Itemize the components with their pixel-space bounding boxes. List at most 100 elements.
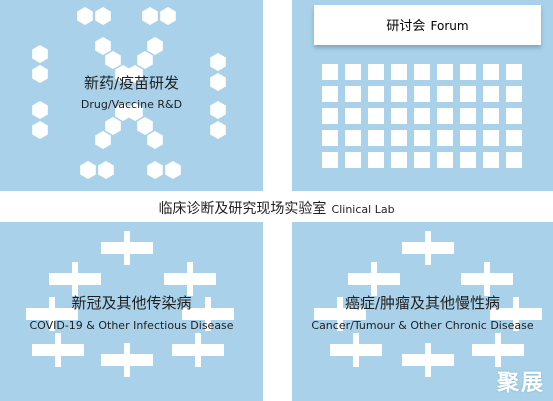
forum-seat xyxy=(483,130,499,146)
cross-booth xyxy=(461,262,513,296)
forum-seat xyxy=(322,86,338,102)
hexagon-booth xyxy=(127,103,143,121)
cross-booth xyxy=(330,333,382,367)
cross-booth xyxy=(26,297,78,331)
forum-seat xyxy=(368,108,384,124)
forum-seat xyxy=(460,152,476,168)
forum-seat xyxy=(345,86,361,102)
forum-seat xyxy=(322,130,338,146)
zone-forum[interactable]: 研讨会 Forum xyxy=(292,0,553,191)
zone-title-en: COVID-19 & Other Infectious Disease xyxy=(29,319,234,332)
hexagon-booth xyxy=(127,65,143,83)
watermark-logo: 聚展 xyxy=(496,371,545,396)
hexagon-booth xyxy=(32,65,48,83)
zone-title-en: Cancer/Tumour & Other Chronic Disease xyxy=(311,319,534,332)
forum-seat xyxy=(322,64,338,80)
forum-seat xyxy=(414,64,430,80)
cross-booth xyxy=(472,333,524,367)
hexagon-booth xyxy=(210,73,226,91)
forum-seat xyxy=(506,64,522,80)
cross-booth-pattern xyxy=(314,231,542,377)
hexagon-booth xyxy=(210,101,226,119)
forum-seat xyxy=(345,64,361,80)
hexagon-booth xyxy=(115,103,131,121)
forum-seat xyxy=(460,130,476,146)
forum-seat xyxy=(391,152,407,168)
hexagon-booth xyxy=(147,37,163,55)
hexagon-booth xyxy=(32,45,48,63)
hexagon-booth xyxy=(165,161,181,179)
forum-seat xyxy=(368,130,384,146)
hexagon-booth xyxy=(32,101,48,119)
hexagon-booth xyxy=(160,7,176,25)
forum-seat xyxy=(368,64,384,80)
forum-seat xyxy=(414,130,430,146)
cross-booth xyxy=(182,297,234,331)
hexagon-booth xyxy=(80,161,96,179)
cross-booth xyxy=(49,262,101,296)
hexagon-booth xyxy=(77,7,93,25)
cross-booth xyxy=(101,343,153,377)
forum-seat xyxy=(437,86,453,102)
forum-seat xyxy=(437,152,453,168)
forum-seat xyxy=(345,152,361,168)
zone-title-zh: 新药/疫苗研发 xyxy=(83,74,180,92)
clinical-lab-title-en: Clinical Lab xyxy=(331,203,395,216)
forum-seat xyxy=(368,152,384,168)
cross-booth xyxy=(348,262,400,296)
cross-booth xyxy=(101,231,153,265)
hexagon-booth xyxy=(147,131,163,149)
forum-seat xyxy=(391,130,407,146)
forum-seat xyxy=(460,64,476,80)
zone-drug-vaccine-rd[interactable]: 新药/疫苗研发 Drug/Vaccine R&D xyxy=(0,0,263,191)
hexagon-booth xyxy=(115,65,131,83)
forum-seat xyxy=(483,152,499,168)
zone-title-zh: 新冠及其他传染病 xyxy=(71,294,192,312)
clinical-lab-band[interactable] xyxy=(0,191,553,222)
hexagon-booth-pattern xyxy=(32,7,226,179)
hexagon-booth xyxy=(210,53,226,71)
forum-seat xyxy=(506,130,522,146)
forum-seat xyxy=(437,108,453,124)
forum-seat xyxy=(322,108,338,124)
clinical-lab-title-zh: 临床诊断及研究现场实验室 xyxy=(158,201,327,217)
hexagon-booth xyxy=(105,51,121,69)
hexagon-booth xyxy=(147,161,163,179)
forum-seat xyxy=(391,86,407,102)
forum-seat xyxy=(437,130,453,146)
forum-seat xyxy=(506,152,522,168)
zone-cancer-chronic-disease[interactable]: 癌症/肿瘤及其他慢性病 Cancer/Tumour & Other Chroni… xyxy=(292,222,553,401)
cross-booth xyxy=(314,297,366,331)
forum-title-en: Forum xyxy=(430,19,469,33)
hexagon-booth xyxy=(142,7,158,25)
forum-seat xyxy=(414,108,430,124)
hexagon-booth xyxy=(95,37,111,55)
forum-seat-grid xyxy=(322,64,527,184)
forum-seat xyxy=(391,108,407,124)
forum-seat xyxy=(414,86,430,102)
zone-title-en: Drug/Vaccine R&D xyxy=(80,98,183,111)
hexagon-booth xyxy=(98,161,114,179)
forum-seat xyxy=(345,108,361,124)
forum-seat xyxy=(345,130,361,146)
hexagon-booth xyxy=(210,121,226,139)
forum-title-zh: 研讨会 xyxy=(386,19,426,34)
hexagon-booth xyxy=(95,7,111,25)
forum-seat xyxy=(437,64,453,80)
forum-stage-banner: 研讨会 Forum xyxy=(314,5,541,45)
hexagon-booth xyxy=(95,131,111,149)
forum-seat xyxy=(460,86,476,102)
cross-booth-pattern xyxy=(26,231,234,377)
forum-seat xyxy=(483,108,499,124)
zone-title-zh: 癌症/肿瘤及其他慢性病 xyxy=(344,294,501,312)
forum-seat xyxy=(391,64,407,80)
zone-covid-infectious-disease[interactable]: 新冠及其他传染病 COVID-19 & Other Infectious Dis… xyxy=(0,222,263,401)
forum-seat xyxy=(483,64,499,80)
hexagon-booth xyxy=(105,117,121,135)
forum-seat xyxy=(414,152,430,168)
cross-booth xyxy=(490,297,542,331)
forum-seat xyxy=(506,86,522,102)
forum-seat xyxy=(483,86,499,102)
forum-seat xyxy=(368,86,384,102)
forum-seat xyxy=(460,108,476,124)
